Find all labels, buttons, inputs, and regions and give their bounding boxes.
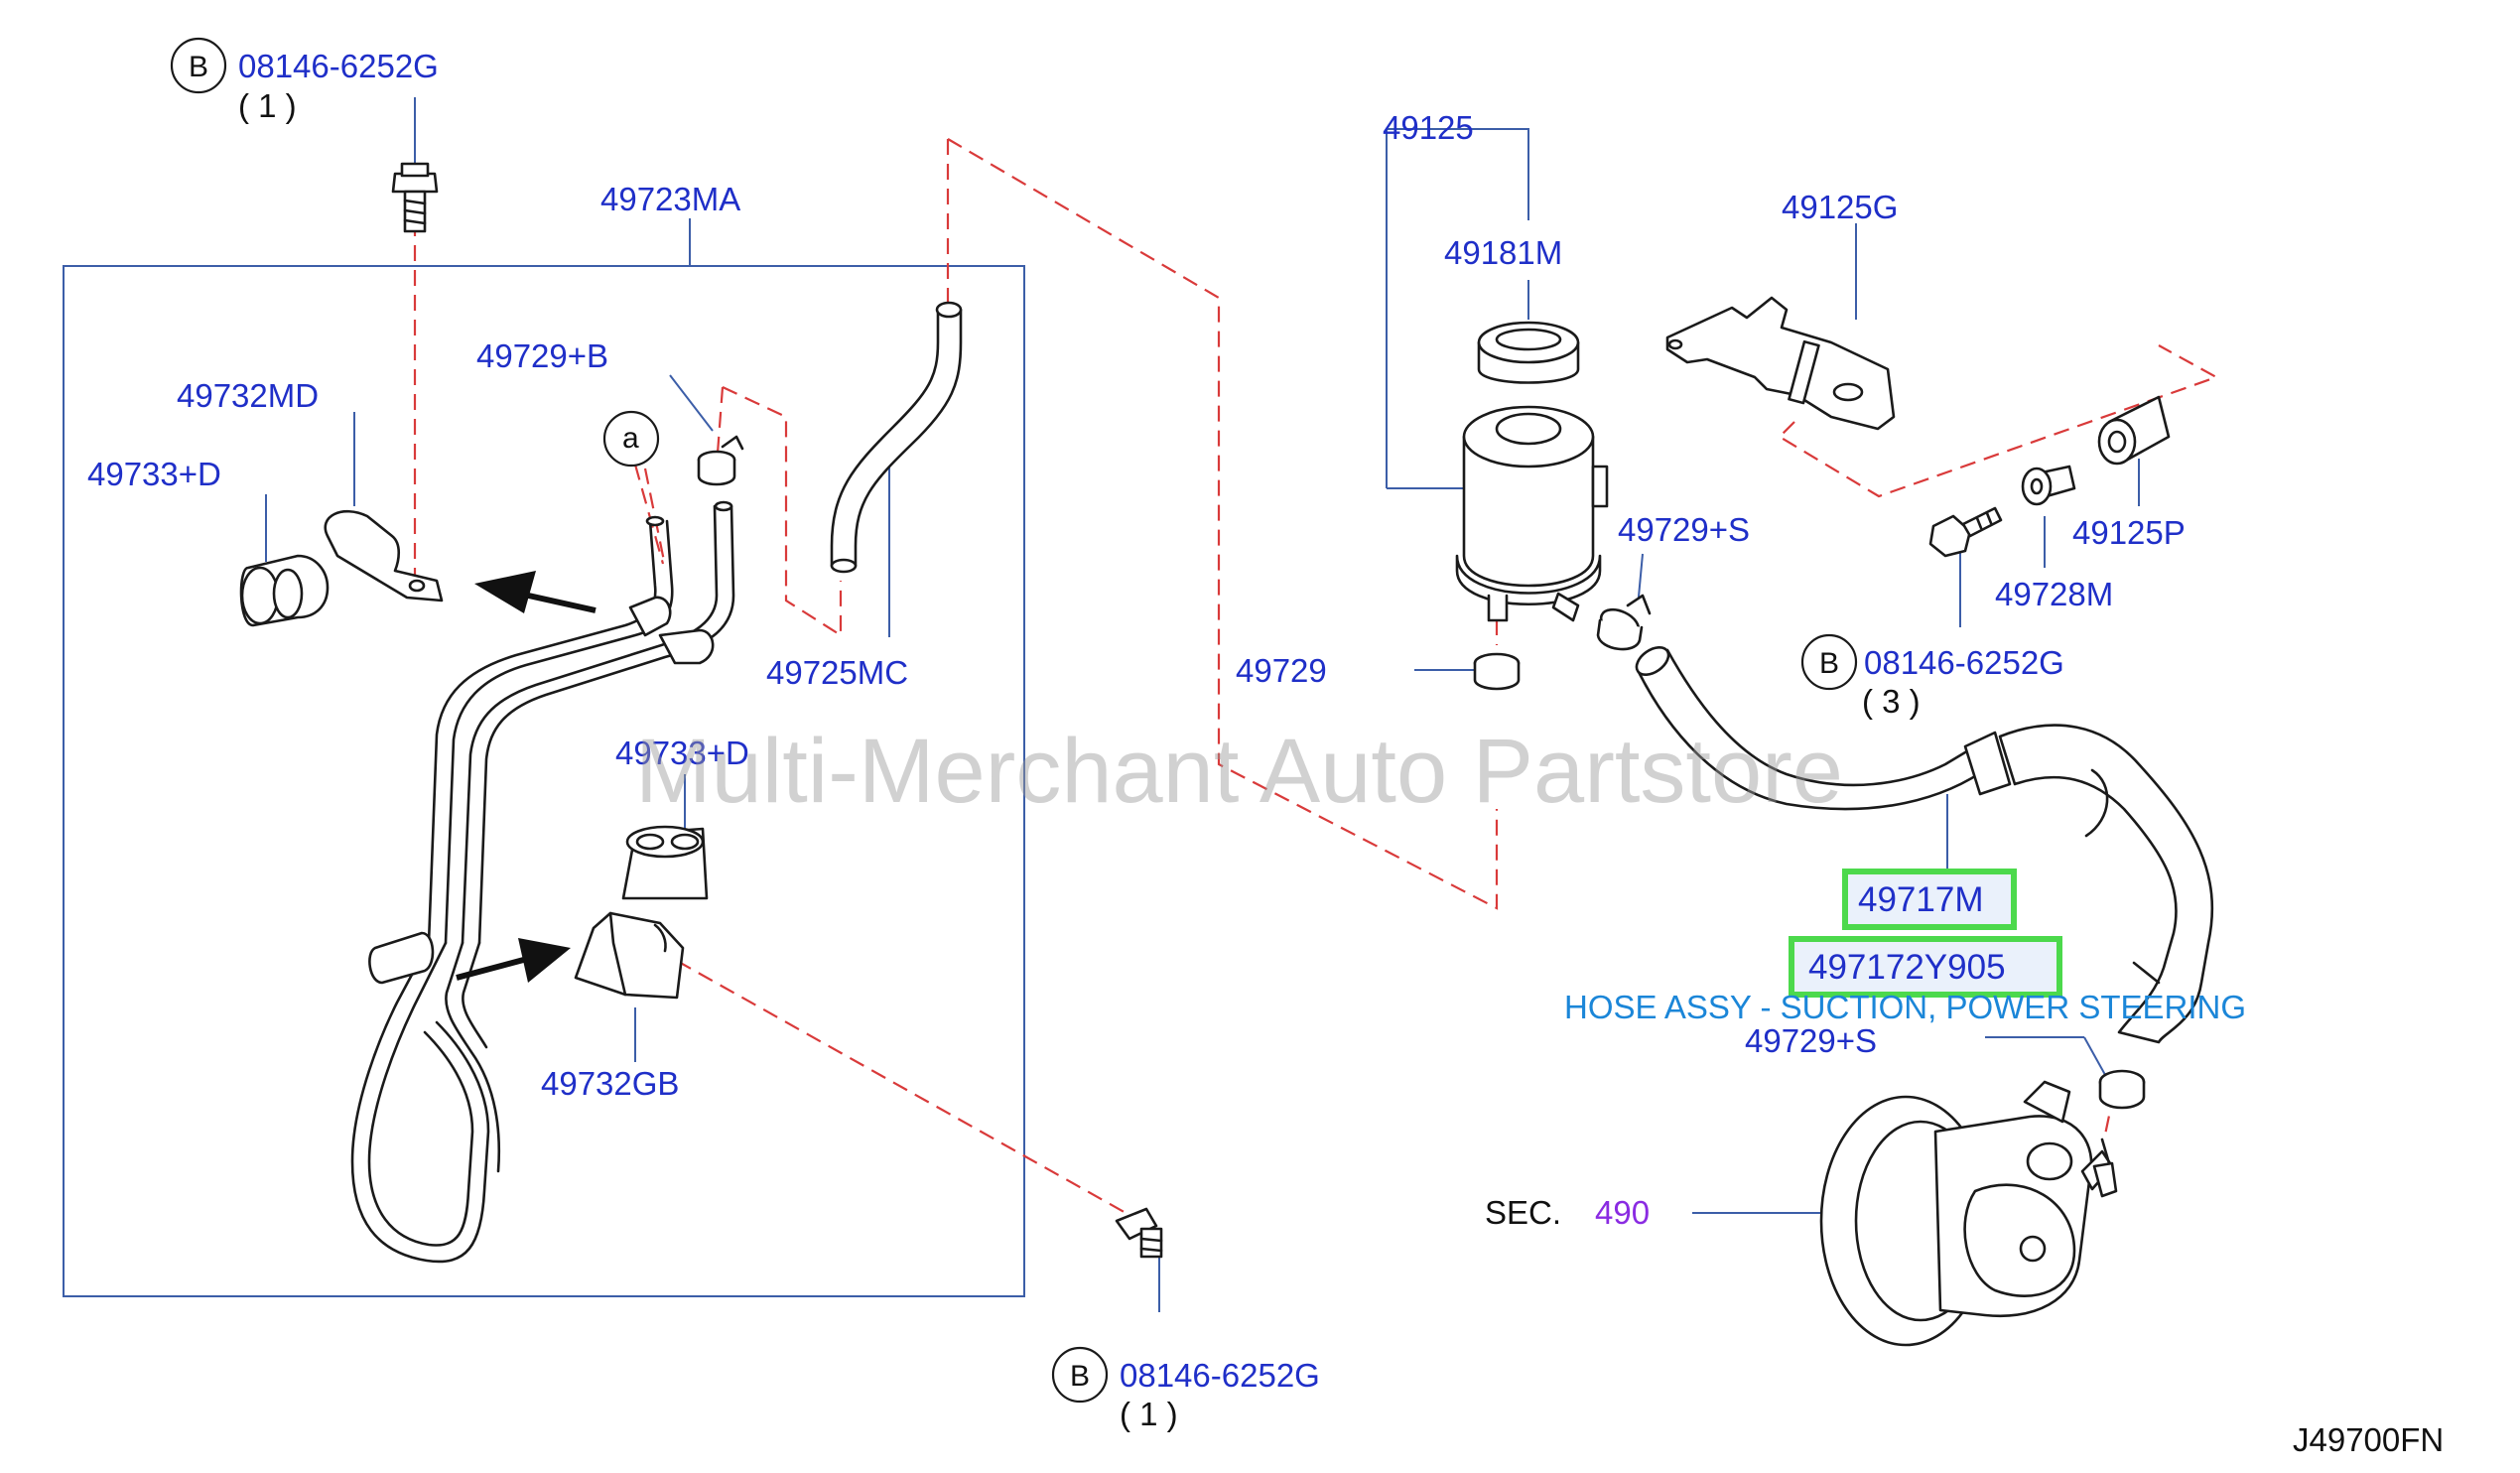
clamp-s-bottom-label[interactable]: 49729+S [1745, 1022, 1877, 1059]
tube-assembly-drawing [350, 500, 735, 1264]
bolt-right-part-label[interactable]: 08146-6252G [1864, 644, 2064, 681]
watermark: Multi-Merchant Auto Partstore [635, 721, 1843, 822]
reservoir-label[interactable]: 49125 [1383, 109, 1474, 146]
hose-m-label[interactable]: 49717M [1858, 880, 1983, 919]
clamp-b-label[interactable]: 49729+B [476, 337, 608, 374]
bracket-gb-drawing [574, 911, 685, 1000]
tube-assembly-box [63, 265, 1025, 1297]
bolt-right-symbol: B [1819, 647, 1839, 680]
arrows [456, 571, 597, 983]
bracket-gb-label[interactable]: 49732GB [541, 1065, 679, 1102]
bracket-md-drawing [324, 510, 444, 603]
bolt-right-qty-label: ( 3 ) [1862, 683, 1921, 720]
callout-a-circle [602, 410, 660, 468]
grommet-p-label[interactable]: 49125P [2072, 514, 2186, 551]
insulator-d-lower-label[interactable]: 49733+D [615, 735, 749, 771]
bolt-bottom-symbol: B [1070, 1360, 1090, 1393]
bolt-top-part-label[interactable]: 08146-6252G [238, 48, 439, 84]
insulator-d-top-label[interactable]: 49733+D [87, 456, 221, 492]
reservoir-drawing [1455, 405, 1609, 622]
sec-label: SEC. [1485, 1194, 1561, 1231]
leader-lines [265, 97, 2140, 1312]
insulator-lower-drawing [621, 825, 709, 900]
tube-assy-label[interactable]: 49723MA [600, 181, 740, 217]
highlight-box-497172y905 [1789, 936, 2062, 998]
callout-a-label: a [622, 422, 639, 455]
bolt-top-symbol: B [189, 51, 208, 83]
pump-drawing [1819, 1080, 2118, 1347]
hose-part-number-label[interactable]: 497172Y905 [1808, 948, 2006, 987]
sec-number-label[interactable]: 490 [1595, 1194, 1650, 1231]
bracket-g-label[interactable]: 49125G [1782, 189, 1898, 225]
bolt-bottom-b-circle [1051, 1346, 1109, 1404]
diagram-code-label: J49700FN [2293, 1421, 2444, 1458]
cap-label[interactable]: 49181M [1444, 234, 1562, 271]
bolt-right-drawing [1928, 506, 2003, 558]
suction-hose-drawing [1635, 645, 2214, 1044]
clamp-s-top-label[interactable]: 49729+S [1618, 511, 1750, 548]
insulator-top-drawing [239, 554, 330, 627]
clamp-s-bottom-drawing [2098, 1069, 2146, 1110]
hose-description-label: HOSE ASSY - SUCTION, POWER STEERING [1564, 989, 2246, 1025]
bolt-top-b-circle [170, 37, 227, 94]
bracket-md-label[interactable]: 49732MD [177, 377, 319, 414]
bolt-right-b-circle [1800, 633, 1858, 691]
grommet-drawing [2097, 395, 2171, 466]
bracket-g-drawing [1665, 296, 1896, 431]
cap-drawing [1477, 321, 1580, 384]
clamp-b-drawing [697, 435, 744, 486]
highlight-box-49717m [1842, 869, 2017, 930]
washer-m-label[interactable]: 49728M [1995, 576, 2113, 612]
hose-mc-drawing [830, 301, 963, 574]
bolt-top-qty-label: ( 1 ) [238, 87, 297, 124]
bolt-bottom-qty-label: ( 1 ) [1120, 1396, 1178, 1432]
bolt-bottom-drawing [1115, 1207, 1163, 1259]
clamp-49729-drawing [1473, 652, 1521, 691]
clamp-s-top-drawing [1596, 594, 1652, 651]
bolt-bottom-part-label[interactable]: 08146-6252G [1120, 1357, 1320, 1394]
hose-49729-label[interactable]: 49729 [1236, 652, 1327, 689]
bolt-top-drawing [391, 162, 439, 233]
washer-drawing [2021, 465, 2076, 506]
hose-mc-label[interactable]: 49725MC [766, 654, 908, 691]
